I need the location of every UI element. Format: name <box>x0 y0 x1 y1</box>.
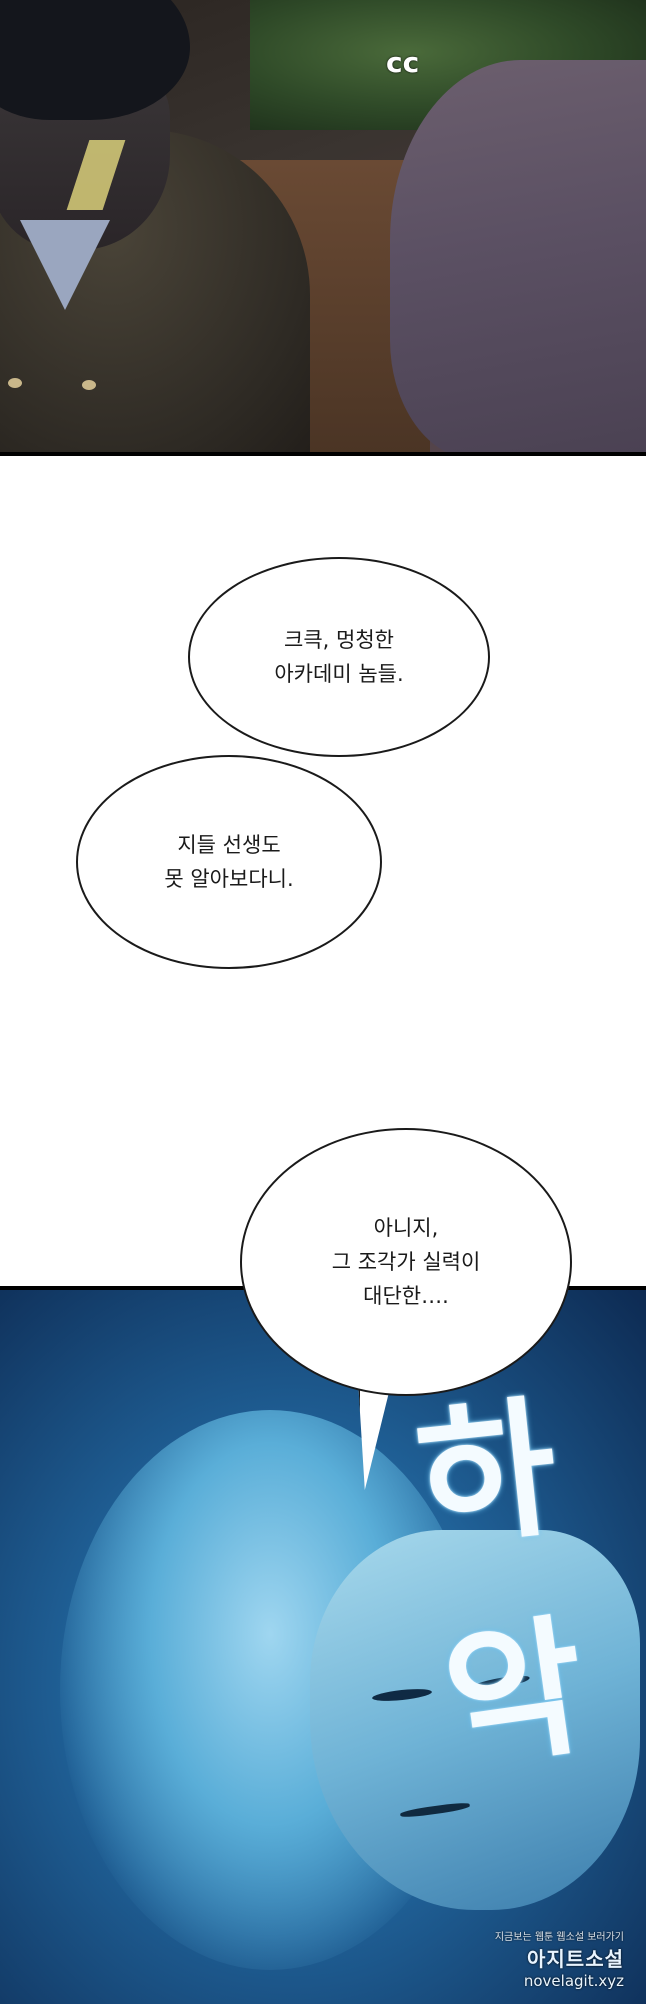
bubble-1-line-2: 아카데미 놈들. <box>274 662 404 686</box>
old-man-face <box>310 1530 640 1910</box>
speech-bubble-1: 크큭, 멍청한 아카데미 놈들. <box>188 557 490 757</box>
bubble-3-line-1: 아니지, <box>373 1216 439 1240</box>
bubble-3-line-2: 그 조각가 실력이 <box>331 1250 481 1274</box>
watermark-url: novelagit.xyz <box>523 1972 624 1990</box>
bubble-3-line-3: 대단한…. <box>363 1284 449 1308</box>
character-hair <box>0 0 190 120</box>
site-watermark: 지금보는 웹툰 웹소설 보러가기 아지트소설 novelagit.xyz <box>495 1928 624 1990</box>
bubble-2-line-1: 지들 선생도 <box>177 833 281 857</box>
bottom-panel: 하 악 지금보는 웹툰 웹소설 보러가기 아지트소설 novelagit.xyz <box>0 1286 646 2004</box>
white-cloak <box>390 60 646 452</box>
watermark-brand: 아지트소설 <box>527 1947 624 1971</box>
coat-button <box>8 378 22 388</box>
top-panel: cc <box>0 0 646 456</box>
bubble-1-line-1: 크큭, 멍청한 <box>284 628 394 652</box>
sound-effect-char-1: 하 <box>409 1381 565 1569</box>
speech-bubble-2: 지들 선생도 못 알아보다니. <box>76 755 382 969</box>
watermark-tagline: 지금보는 웹툰 웹소설 보러가기 <box>494 1932 624 1943</box>
sound-effect-small: cc <box>386 46 420 79</box>
speech-bubble-3: 아니지, 그 조각가 실력이 대단한…. <box>240 1128 572 1396</box>
bubble-2-line-2: 못 알아보다니. <box>164 867 294 891</box>
sound-effect-char-2: 악 <box>434 1599 596 1791</box>
coat-button <box>82 380 96 390</box>
